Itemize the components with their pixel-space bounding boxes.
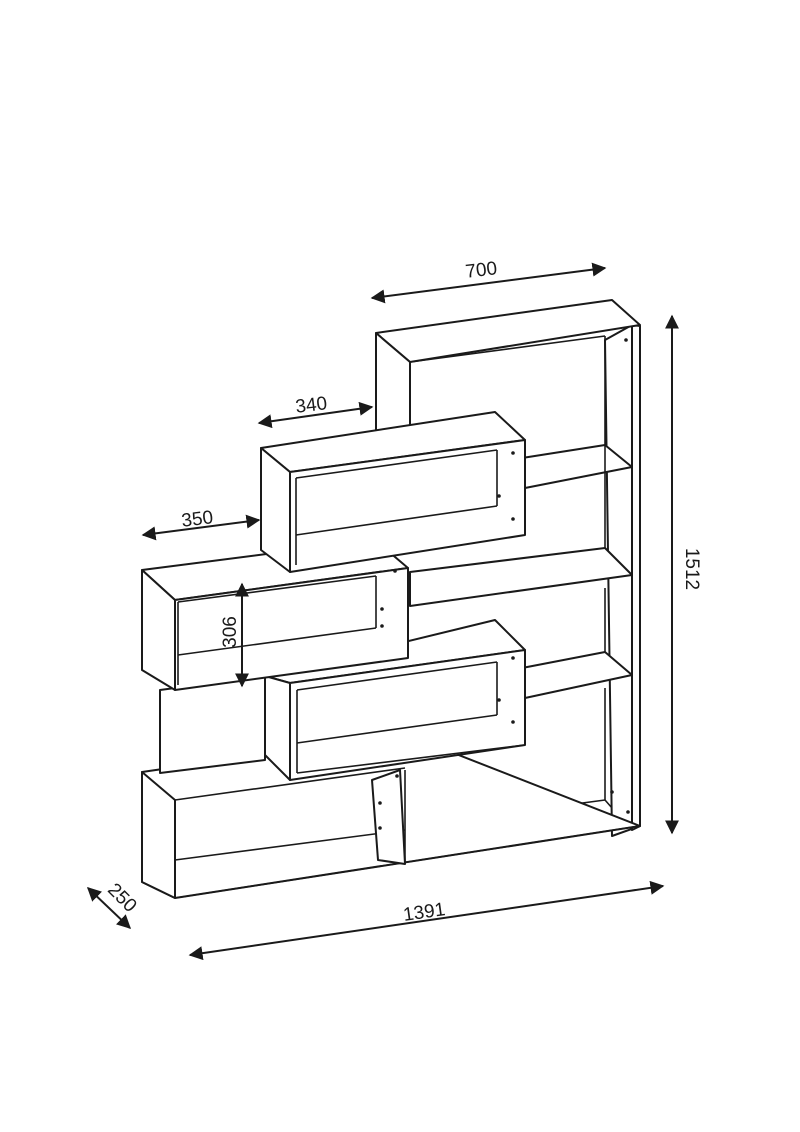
dimension-lines xyxy=(86,262,679,961)
dimension-label-total-width: 1391 xyxy=(402,899,447,926)
bottom-base-box xyxy=(141,733,641,899)
dimension-label-total-height: 1512 xyxy=(681,548,702,590)
dimension-label-depth: 250 xyxy=(103,879,140,916)
upper-middle-box xyxy=(260,411,526,573)
dimension-label-cell-height: 306 xyxy=(220,616,241,648)
dimension-label-top-width: 700 xyxy=(464,258,498,283)
dimension-label-step-upper: 340 xyxy=(294,393,328,418)
dimension-label-step-lower: 350 xyxy=(180,507,214,532)
right-tall-frame xyxy=(375,299,641,837)
